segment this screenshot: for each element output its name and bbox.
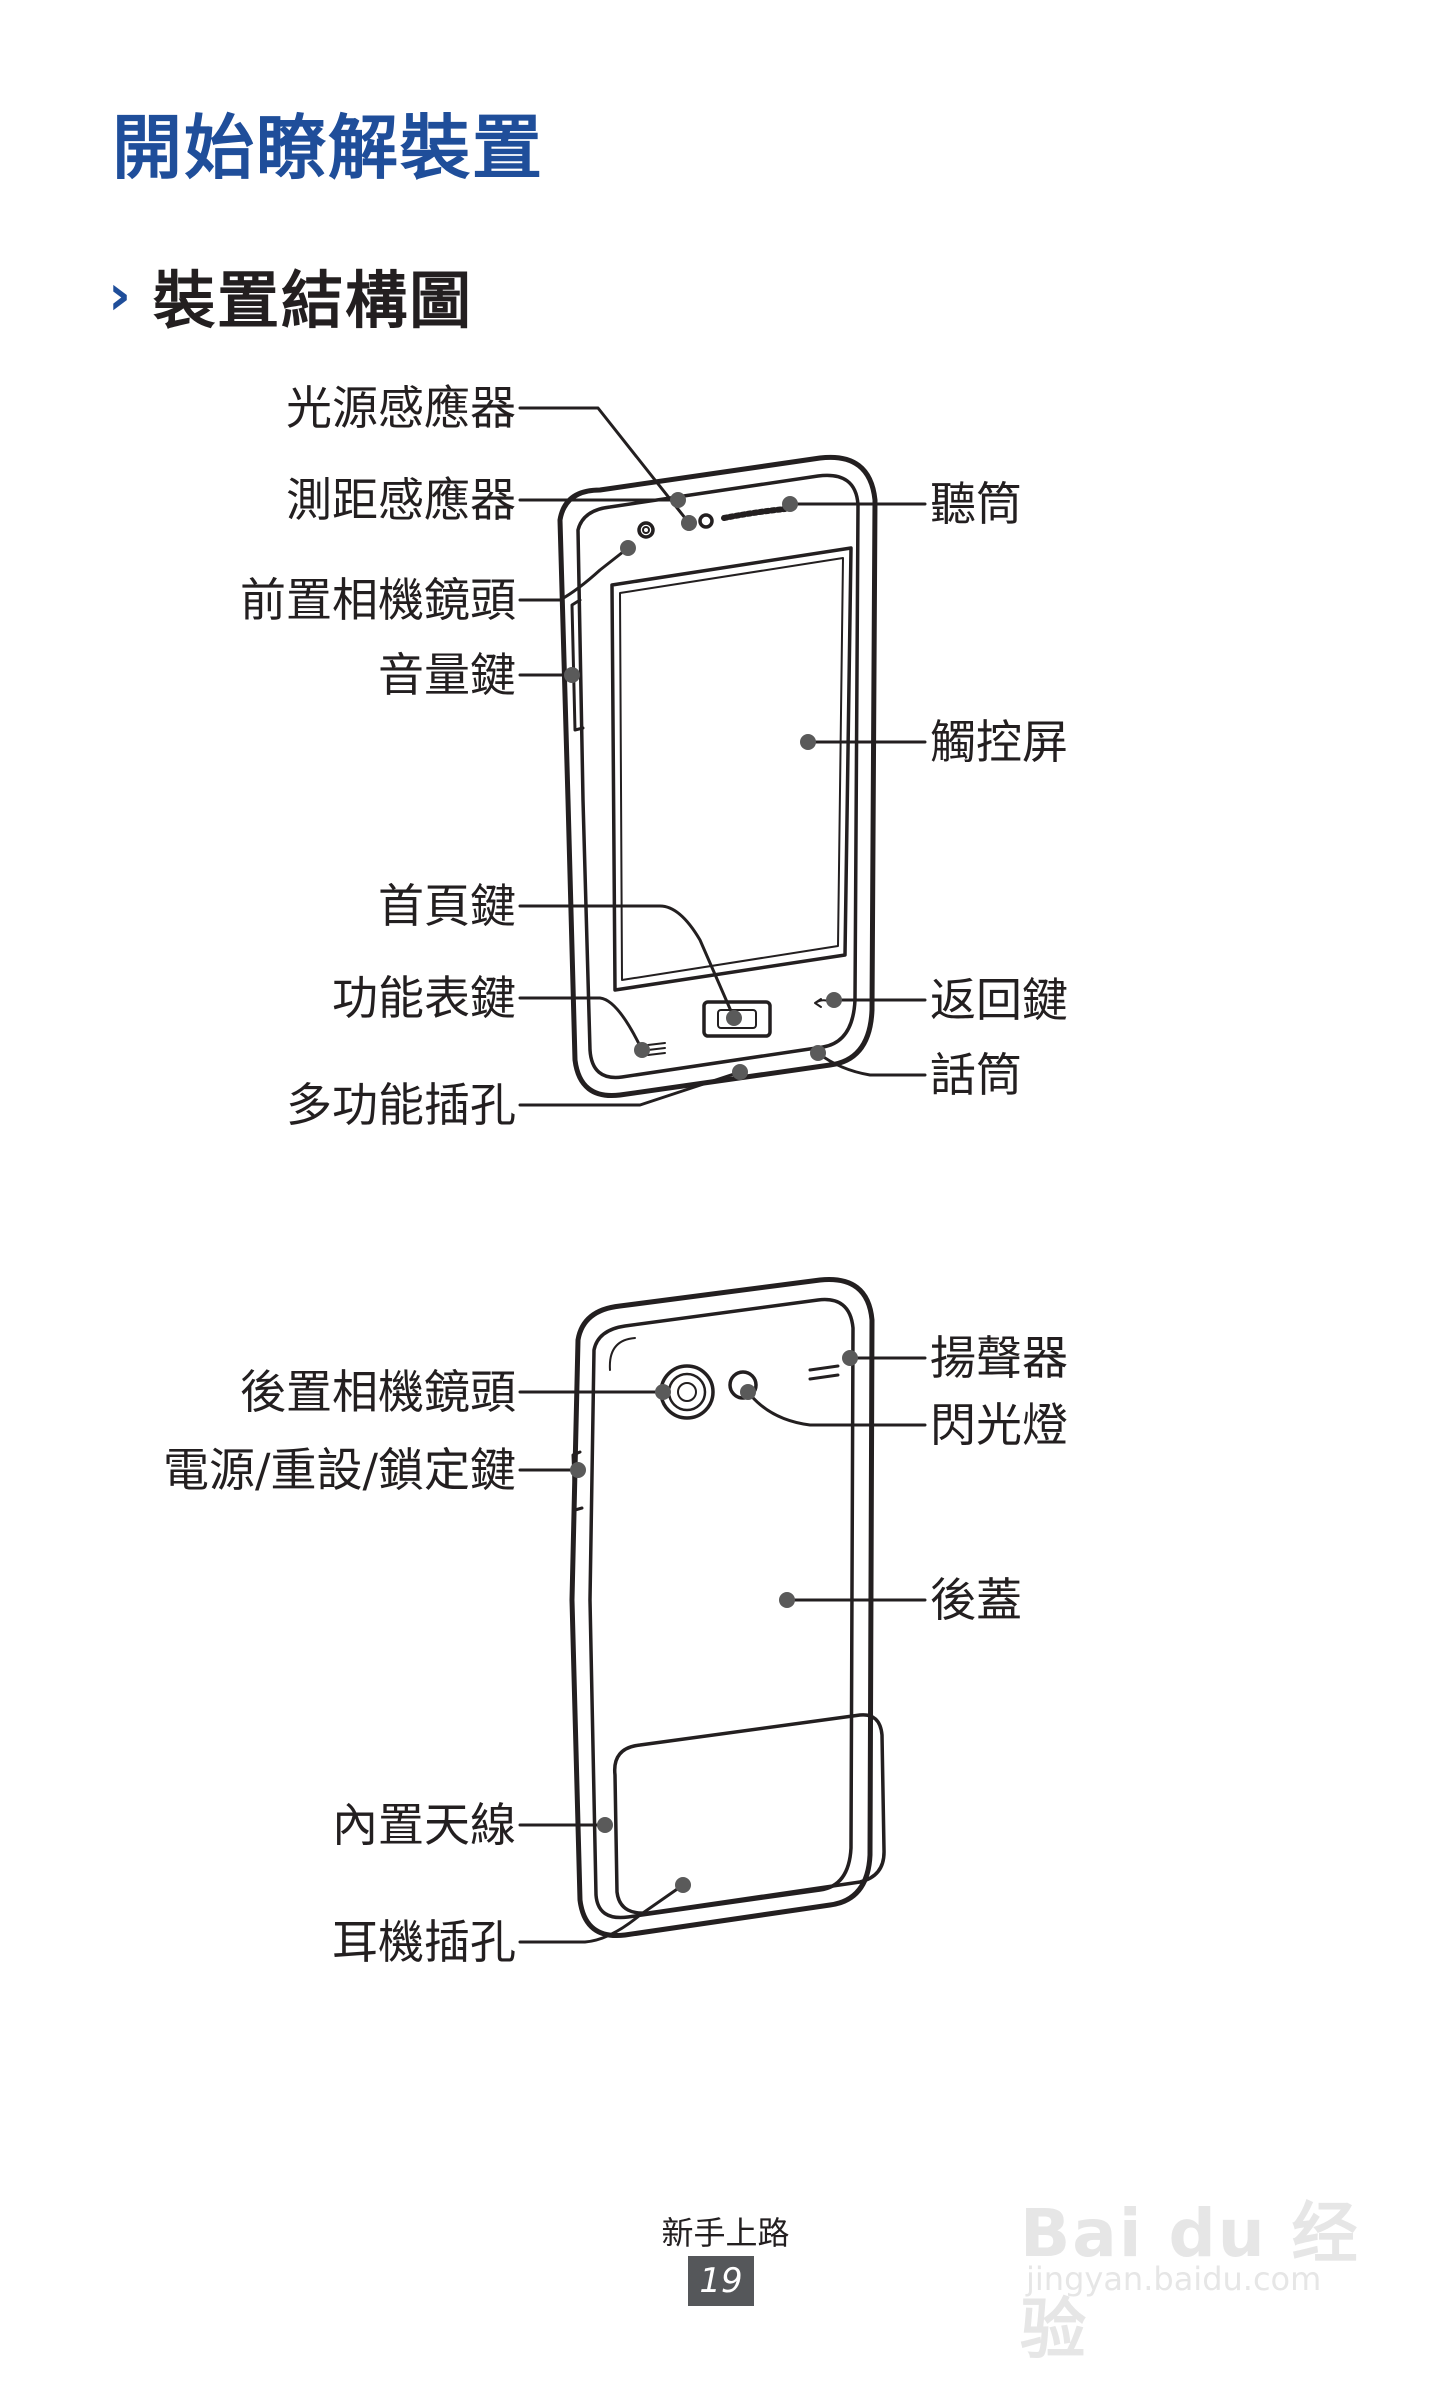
watermark-brand: Bai du 经验 <box>1020 2195 1360 2368</box>
chevron-right-icon: › <box>108 262 132 328</box>
label-front-camera: 前置相機鏡頭 <box>240 573 516 627</box>
watermark-url: jingyan.baidu.com <box>1026 2260 1322 2298</box>
callout-dots <box>564 492 858 1893</box>
label-light-sensor: 光源感應器 <box>286 381 516 435</box>
front-phone-illustration <box>557 454 878 1099</box>
label-touch-screen: 觸控屏 <box>930 715 1068 769</box>
label-back-key: 返回鍵 <box>930 973 1068 1027</box>
back-phone-illustration <box>569 1277 886 1939</box>
back-leader-lines <box>518 1356 927 1944</box>
label-home-key: 首頁鍵 <box>378 879 516 933</box>
page-title: 開始瞭解裝置 <box>112 107 544 189</box>
page-number: 19 <box>688 2256 754 2306</box>
footer-chapter: 新手上路 <box>661 2214 790 2252</box>
label-microphone: 話筒 <box>930 1048 1022 1102</box>
label-power-key: 電源/重設/鎖定鍵 <box>163 1443 516 1497</box>
label-menu-key: 功能表鍵 <box>332 971 516 1025</box>
label-proximity-sensor: 測距感應器 <box>286 473 516 527</box>
label-earpiece: 聽筒 <box>930 477 1022 531</box>
label-speaker: 揚聲器 <box>930 1331 1068 1385</box>
label-multipurpose-jack: 多功能插孔 <box>286 1078 516 1132</box>
label-flash: 閃光燈 <box>930 1398 1068 1452</box>
label-back-cover: 後蓋 <box>930 1573 1022 1627</box>
watermark-logo: Bai du 经验 jingyan.baidu.com <box>1020 2170 1420 2368</box>
label-volume-key: 音量鍵 <box>378 648 516 702</box>
label-headset-jack: 耳機插孔 <box>332 1915 516 1969</box>
label-rear-camera: 後置相機鏡頭 <box>240 1365 516 1419</box>
section-heading: › 裝置結構圖 <box>108 250 473 340</box>
label-internal-antenna: 內置天線 <box>332 1798 516 1852</box>
section-title: 裝置結構圖 <box>153 264 474 337</box>
